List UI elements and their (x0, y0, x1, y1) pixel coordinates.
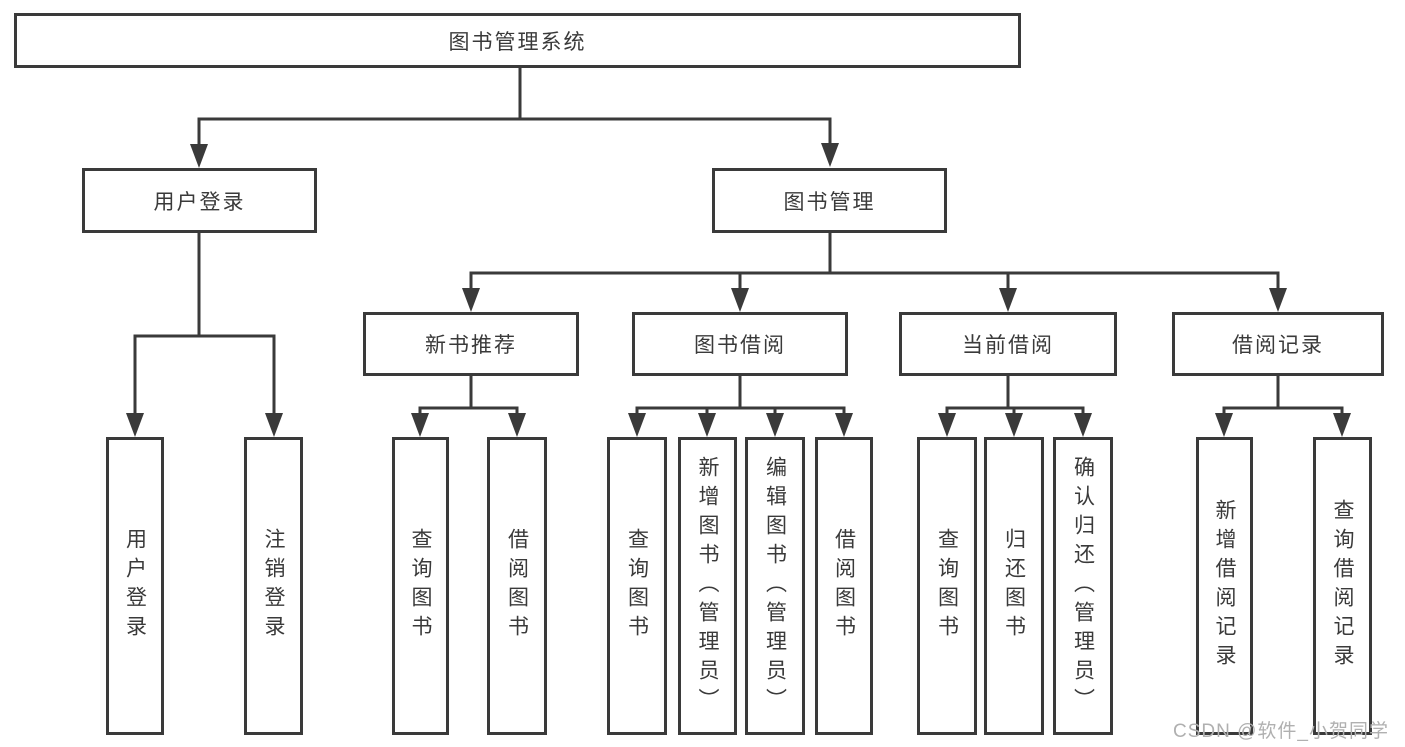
leaf-label: 确认归还（管理员） (1071, 455, 1095, 717)
leaf-label: 归还图书 (1002, 528, 1026, 644)
leaf-confirm-return-admin: 确认归还（管理员） (1053, 437, 1113, 735)
node-user-login: 用户登录 (82, 168, 317, 233)
leaf-query-books-recommend: 查询图书 (392, 437, 449, 735)
leaf-query-borrow-record: 查询借阅记录 (1313, 437, 1372, 735)
leaf-query-books-borrowing: 查询图书 (607, 437, 667, 735)
leaf-logout: 注销登录 (244, 437, 303, 735)
leaf-query-books-current: 查询图书 (917, 437, 977, 735)
leaf-label: 借阅图书 (832, 528, 856, 644)
leaf-label: 借阅图书 (505, 528, 529, 644)
csdn-watermark: CSDN @软件_小贺同学 (1173, 721, 1389, 742)
leaf-label: 用户登录 (123, 528, 147, 644)
leaf-return-book: 归还图书 (984, 437, 1044, 735)
leaf-borrow-books-borrowing: 借阅图书 (815, 437, 873, 735)
node-book-borrowing: 图书借阅 (632, 312, 848, 376)
leaf-user-login: 用户登录 (106, 437, 164, 735)
leaf-label: 查询图书 (935, 528, 959, 644)
arrowhead-icons (126, 143, 1351, 437)
node-current-borrowing: 当前借阅 (899, 312, 1117, 376)
leaf-label: 查询借阅记录 (1331, 499, 1354, 673)
leaf-label: 新增借阅记录 (1213, 499, 1236, 673)
node-library-system: 图书管理系统 (14, 13, 1021, 68)
node-book-management: 图书管理 (712, 168, 947, 233)
leaf-add-borrow-record: 新增借阅记录 (1196, 437, 1253, 735)
leaf-edit-book-admin: 编辑图书（管理员） (745, 437, 805, 735)
leaf-borrow-books-recommend: 借阅图书 (487, 437, 547, 735)
leaf-add-book-admin: 新增图书（管理员） (678, 437, 737, 735)
leaf-label: 查询图书 (625, 528, 649, 644)
leaf-label: 新增图书（管理员） (696, 455, 719, 717)
leaf-label: 注销登录 (262, 528, 285, 644)
leaf-label: 编辑图书（管理员） (763, 455, 787, 717)
node-new-book-recommend: 新书推荐 (363, 312, 579, 376)
leaf-label: 查询图书 (409, 528, 432, 644)
node-borrow-records: 借阅记录 (1172, 312, 1384, 376)
